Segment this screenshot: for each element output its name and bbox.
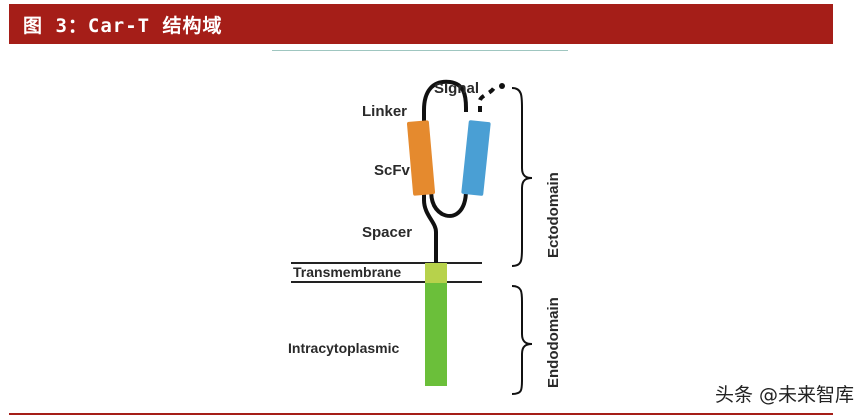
intracytoplasmic-domain [425, 283, 447, 386]
top-divider [272, 50, 568, 51]
label-signal: SIgnal [434, 80, 479, 97]
backbone-upper [422, 79, 468, 263]
label-scfv: ScFv [374, 162, 411, 179]
figure-header-bar: 图 3：Car-T 结构域 [9, 4, 833, 44]
figure-title: 图 3：Car-T 结构域 [23, 14, 223, 37]
label-intracytoplasmic: Intracytoplasmic [288, 340, 399, 356]
scfv-left-domain [406, 120, 436, 196]
label-endodomain: Endodomain [545, 297, 562, 388]
scfv-right-domain [461, 120, 491, 196]
endodomain-brace [511, 285, 533, 395]
transmembrane-domain [425, 263, 447, 283]
label-ectodomain: Ectodomain [545, 172, 562, 258]
label-spacer: Spacer [362, 224, 412, 241]
label-linker: Linker [362, 103, 407, 120]
backbone-loop [429, 185, 468, 218]
label-transmembrane: Transmembrane [293, 264, 401, 280]
signal-peptide [478, 86, 496, 112]
ectodomain-brace [511, 87, 533, 267]
bottom-divider [9, 413, 833, 415]
watermark-text: 头条 @未来智库 [714, 384, 854, 406]
signal-dot [499, 83, 505, 89]
